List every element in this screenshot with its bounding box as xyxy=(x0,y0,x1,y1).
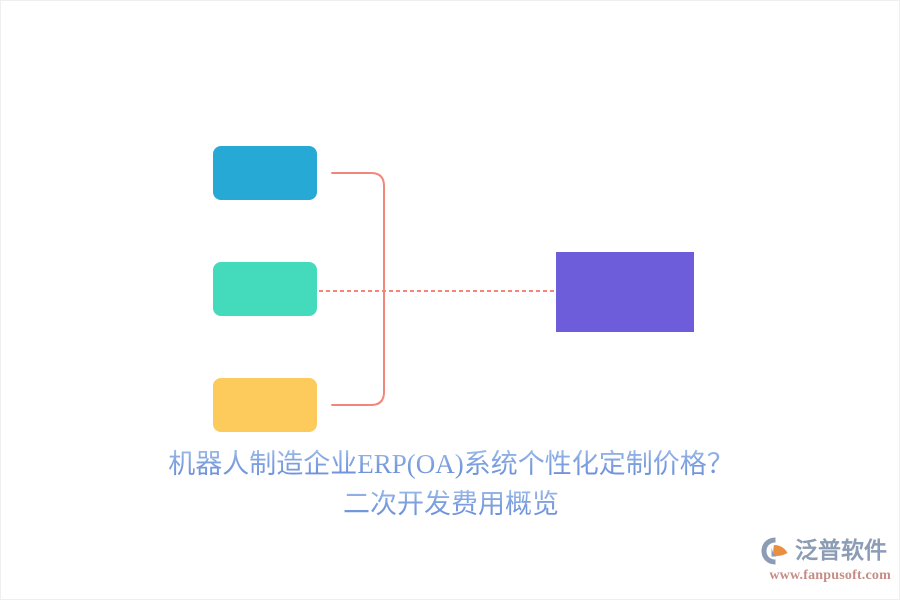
node-green[interactable] xyxy=(213,262,317,316)
node-purple[interactable] xyxy=(556,252,694,332)
title-line-1: 机器人制造企业ERP(OA)系统个性化定制价格？ xyxy=(1,444,899,484)
watermark-brand-text: 泛普软件 xyxy=(795,538,887,564)
connector-yellow-to-spine xyxy=(331,288,385,406)
page-title: 机器人制造企业ERP(OA)系统个性化定制价格？ 二次开发费用概览 xyxy=(1,444,899,524)
connector-blue-to-spine xyxy=(331,172,385,290)
watermark-url-text: www.fanpusoft.com xyxy=(769,568,891,583)
watermark: 泛普软件 www.fanpusoft.com xyxy=(759,533,891,591)
node-blue[interactable] xyxy=(213,146,317,200)
title-line-2: 二次开发费用概览 xyxy=(1,484,899,524)
watermark-brand-row: 泛普软件 xyxy=(759,533,891,569)
fanpu-logo-icon xyxy=(761,537,788,565)
node-yellow[interactable] xyxy=(213,378,317,432)
